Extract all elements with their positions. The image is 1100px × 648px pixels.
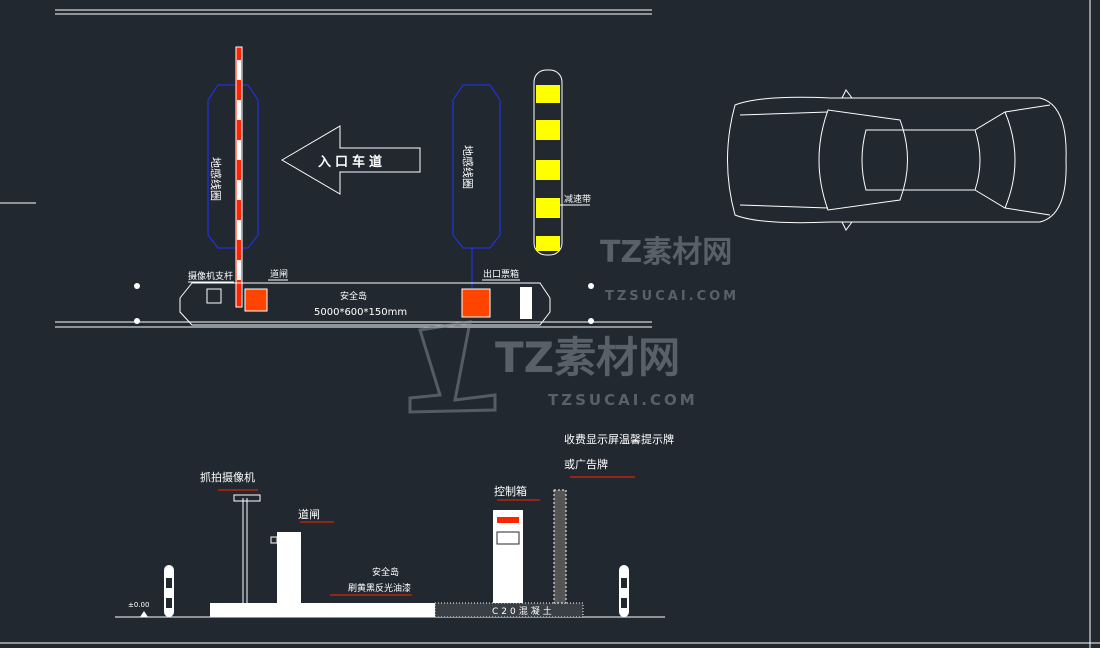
island-title: 安全岛 <box>340 290 367 302</box>
elevation-view: ±0.00 C20混凝土 抓拍摄像机 道闸 安全岛 刷黄黑反光油漆 控制箱 收费… <box>115 432 674 618</box>
loop-coil-left-label: 地感线圈 <box>209 157 223 201</box>
camera-pole-label: 摄像机支杆 <box>188 270 233 282</box>
exit-ticket-box-label: 出口票箱 <box>483 268 519 280</box>
watermark-brand-1: TZ素材网 <box>600 235 732 270</box>
lane-label: 入口车道 <box>318 154 386 170</box>
speed-bump-label: 减速带 <box>564 193 591 205</box>
control-box-label: 控制箱 <box>494 484 527 498</box>
elevation-mark: ±0.00 <box>128 601 149 609</box>
barrier-gate-elev-label: 道闸 <box>298 507 320 521</box>
watermark-url-1: TZSUCAI.COM <box>605 289 739 304</box>
capture-camera-label: 抓拍摄像机 <box>200 470 255 484</box>
lane-arrow: 入口车道 <box>281 125 421 195</box>
island-paint-label: 刷黄黑反光油漆 <box>348 582 411 594</box>
loop-coil-right: 地感线圈 <box>452 84 501 290</box>
island-elev-title: 安全岛 <box>372 566 399 578</box>
loop-coil-left: 地感线圈 <box>207 46 259 308</box>
sign-label-line2: 或广告牌 <box>564 457 608 471</box>
loop-coil-right-label: 地感线圈 <box>461 145 475 189</box>
island-plan: 摄像机支杆 道闸 出口票箱 安全岛 5000*600*150mm <box>134 268 594 326</box>
watermark-brand-2: TZ素材网 <box>495 333 680 382</box>
speed-bump: 减速带 <box>533 69 591 256</box>
island-size: 5000*600*150mm <box>314 307 407 318</box>
sign-label-line1: 收费显示屏温馨提示牌 <box>564 432 674 446</box>
watermark-url-2: TZSUCAI.COM <box>548 391 698 409</box>
barrier-gate-plan-label: 道闸 <box>270 268 288 280</box>
car-top-view <box>727 89 1067 231</box>
watermark: TZ素材网 TZSUCAI.COM TZ素材网 TZSUCAI.COM <box>408 235 739 414</box>
concrete-label: C20混凝土 <box>492 605 555 617</box>
